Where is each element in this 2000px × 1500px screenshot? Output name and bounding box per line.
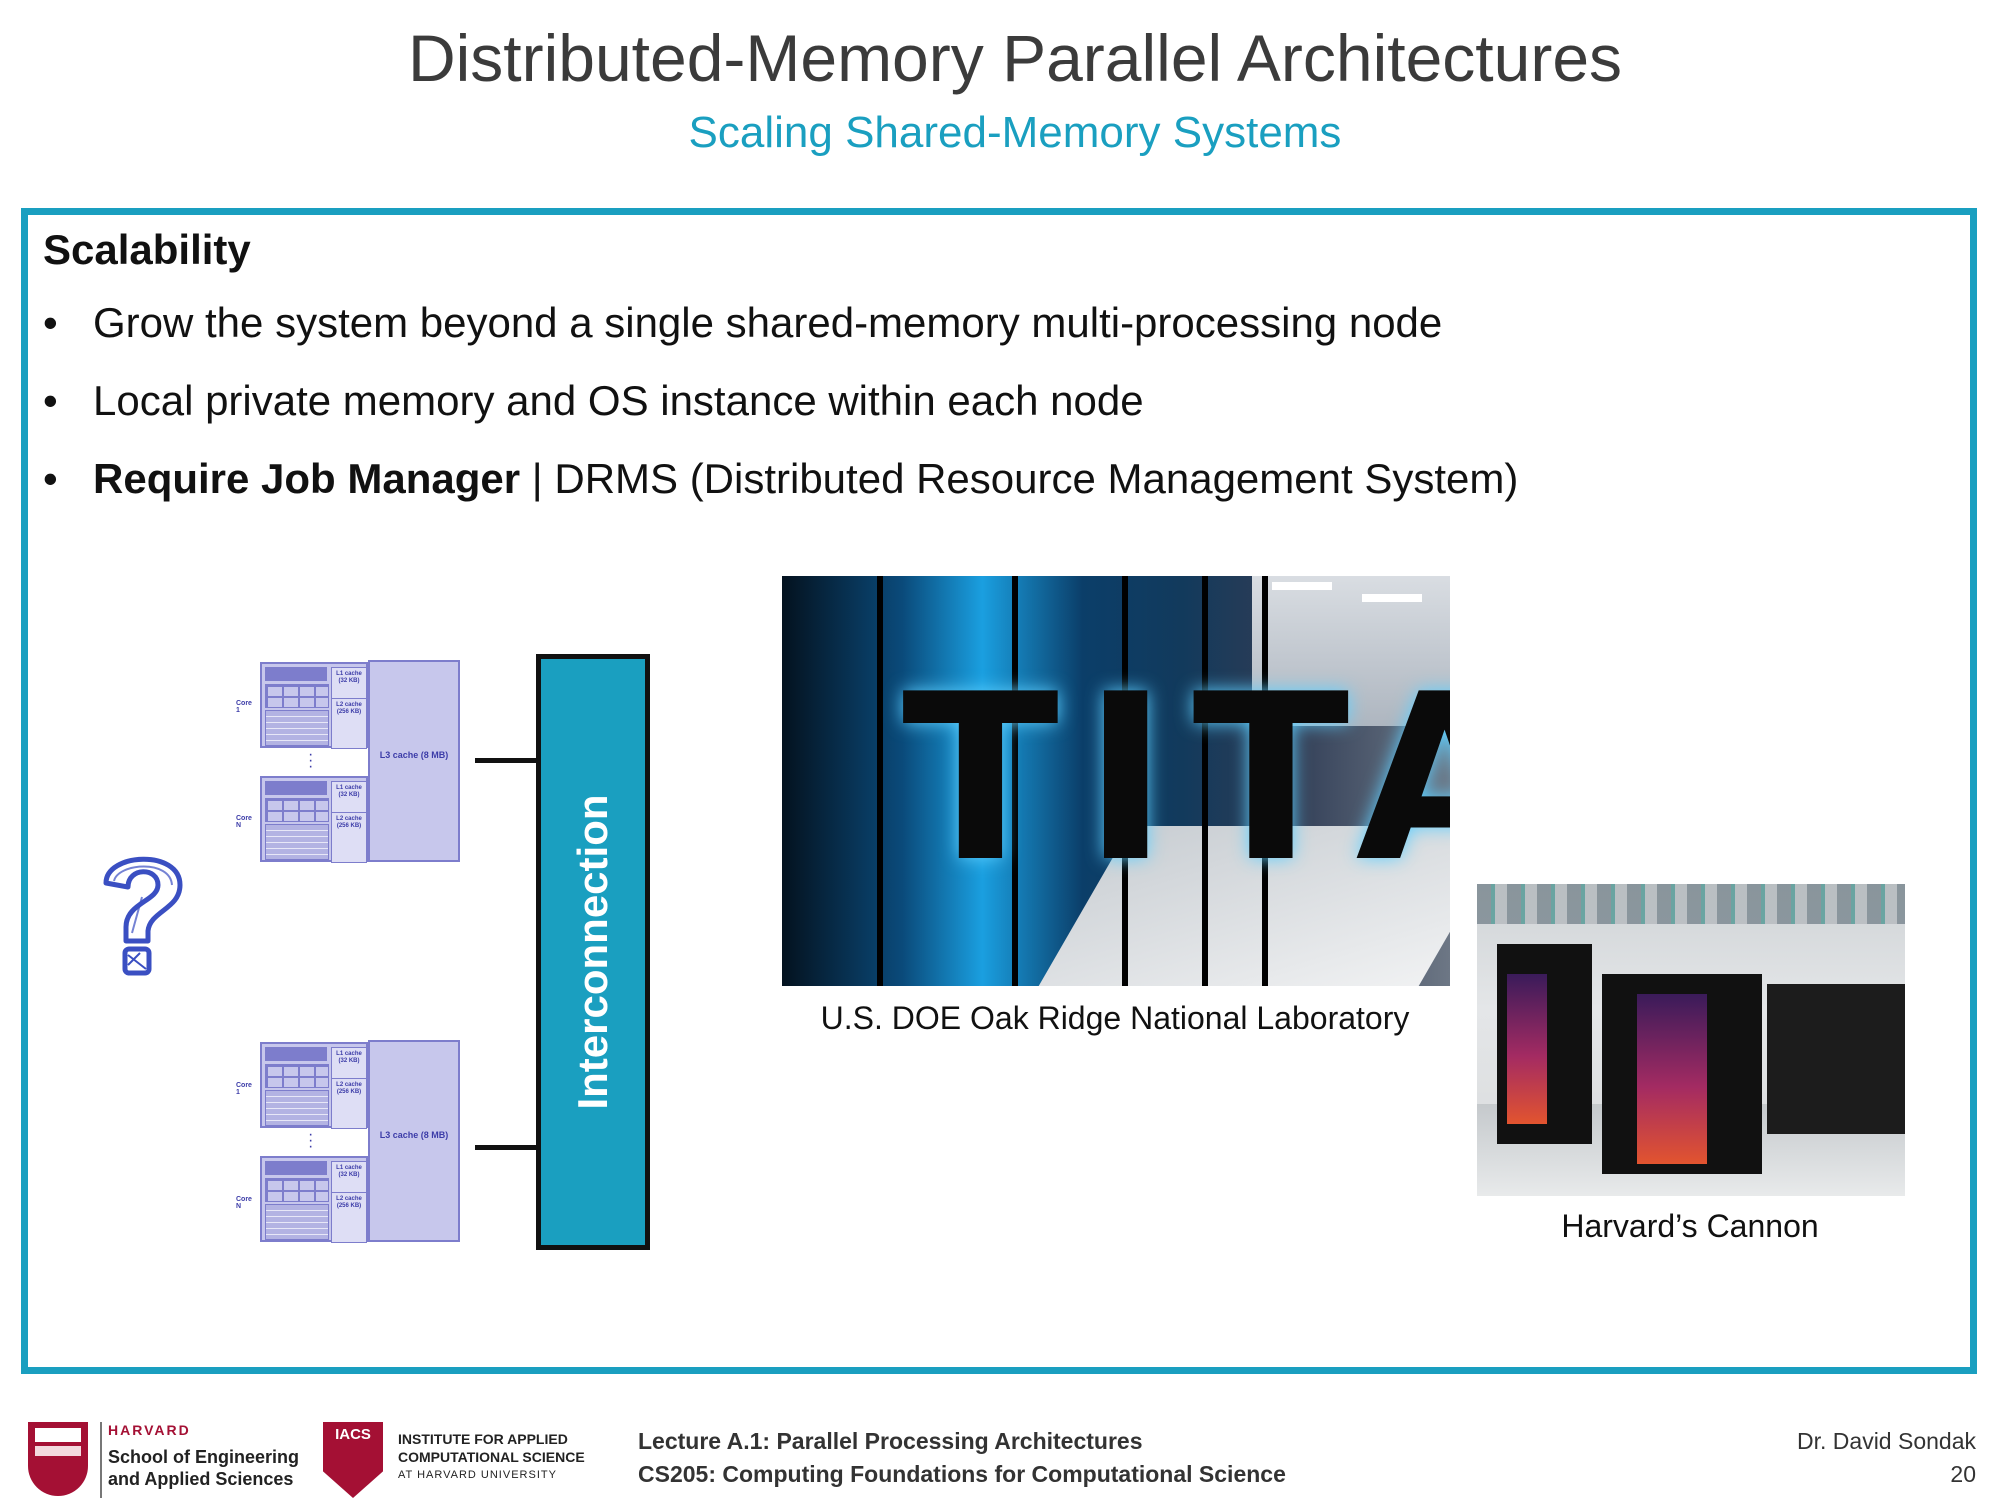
content-frame — [21, 208, 1977, 1374]
l2-cache: L2 cache (256 KB) — [331, 1078, 367, 1129]
bullet-bold-text: Require Job Manager — [93, 455, 521, 502]
ceiling-light — [1272, 582, 1332, 590]
l3-cache: L3 cache (8 MB) — [368, 660, 460, 862]
server-rack — [1767, 984, 1905, 1134]
iacs-line: INSTITUTE FOR APPLIED — [398, 1431, 568, 1447]
course-title: CS205: Computing Foundations for Computa… — [638, 1461, 1286, 1487]
core-pipeline — [265, 710, 329, 746]
page-number: 20 — [1950, 1461, 1976, 1487]
l1-cache: L1 cache (32 KB) — [331, 667, 367, 700]
core-block: L1 cache (32 KB) L2 cache (256 KB) — [260, 1156, 368, 1243]
rack-seam — [1012, 576, 1018, 986]
cannon-cluster-photo — [1477, 884, 1905, 1196]
core-pipeline — [265, 824, 329, 860]
question-mark-icon — [103, 856, 183, 976]
author-name: Dr. David Sondak — [1797, 1428, 1976, 1454]
ellipsis-dots: ··· — [308, 1126, 314, 1155]
lecture-title: Lecture A.1: Parallel Processing Archite… — [638, 1428, 1143, 1454]
shield-book — [35, 1446, 81, 1456]
core-registers — [265, 667, 327, 681]
lecture-info: Lecture A.1: Parallel Processing Archite… — [638, 1425, 1286, 1491]
bullet-item: • Local private memory and OS instance w… — [43, 373, 1518, 451]
core-label: Core N — [236, 1196, 252, 1210]
core-units — [265, 798, 329, 822]
iacs-name: INSTITUTE FOR APPLIED COMPUTATIONAL SCIE… — [398, 1430, 585, 1484]
rack-artwork — [1507, 974, 1547, 1124]
l1-cache: L1 cache (32 KB) — [331, 1161, 367, 1194]
titan-caption: U.S. DOE Oak Ridge National Laboratory — [820, 1000, 1410, 1036]
cannon-caption: Harvard’s Cannon — [1561, 1208, 1819, 1244]
bullet-text: Local private memory and OS instance wit… — [93, 377, 1144, 424]
bullet-text: Grow the system beyond a single shared-m… — [93, 299, 1443, 346]
core-block: L1 cache (32 KB) L2 cache (256 KB) — [260, 662, 368, 749]
slide-subtitle: Scaling Shared-Memory Systems — [688, 108, 1342, 157]
iacs-line: AT HARVARD UNIVERSITY — [398, 1469, 557, 1481]
node-link-wire — [475, 1145, 537, 1150]
core-label: Core N — [236, 815, 252, 829]
core-label: Core 1 — [236, 700, 252, 714]
harvard-wordmark: HARVARD — [108, 1422, 191, 1438]
l3-cache: L3 cache (8 MB) — [368, 1040, 460, 1242]
node-link-wire — [475, 758, 537, 763]
core-pipeline — [265, 1204, 329, 1240]
bullet-item: • Grow the system beyond a single shared… — [43, 295, 1518, 373]
seas-line: and Applied Sciences — [108, 1469, 294, 1489]
rack-seam — [877, 576, 883, 986]
core-units — [265, 684, 329, 708]
titan-supercomputer-photo: TITAN — [782, 576, 1450, 986]
rack-seam — [1122, 576, 1128, 986]
l2-cache: L2 cache (256 KB) — [331, 698, 367, 749]
logo-divider — [100, 1422, 102, 1498]
seas-line: School of Engineering — [108, 1447, 300, 1467]
core-label: Core 1 — [236, 1082, 252, 1096]
seas-name: School of Engineering and Applied Scienc… — [108, 1446, 299, 1490]
l2-cache: L2 cache (256 KB) — [331, 812, 367, 863]
ceiling-light — [1362, 594, 1422, 602]
interconnect-label: Interconnection — [569, 794, 616, 1110]
author-info: Dr. David Sondak 20 — [1797, 1425, 1976, 1491]
l1-cache: L1 cache (32 KB) — [331, 1047, 367, 1080]
bullet-text: | DRMS (Distributed Resource Management … — [520, 455, 1519, 502]
iacs-line: COMPUTATIONAL SCIENCE — [398, 1449, 585, 1465]
bullet-item: • Require Job Manager | DRMS (Distribute… — [43, 451, 1518, 529]
slide-title: Distributed-Memory Parallel Architecture… — [407, 21, 1623, 95]
core-registers — [265, 1047, 327, 1061]
l1-cache: L1 cache (32 KB) — [331, 781, 367, 814]
bullet-glyph: • — [43, 299, 58, 346]
bullet-list: • Grow the system beyond a single shared… — [43, 295, 1518, 529]
bullet-glyph: • — [43, 455, 58, 502]
bullet-glyph: • — [43, 377, 58, 424]
l2-cache: L2 cache (256 KB) — [331, 1192, 367, 1243]
core-units — [265, 1178, 329, 1202]
rack-seam — [1262, 576, 1268, 986]
ellipsis-dots: ··· — [308, 746, 314, 775]
core-registers — [265, 781, 327, 795]
rack-seam — [1202, 576, 1208, 986]
iacs-badge-text: IACS — [335, 1426, 371, 1443]
core-pipeline — [265, 1090, 329, 1126]
core-registers — [265, 1161, 327, 1175]
cable-trays — [1477, 884, 1905, 924]
shield-book — [35, 1428, 81, 1442]
core-block: L1 cache (32 KB) L2 cache (256 KB) — [260, 1042, 368, 1129]
core-block: L1 cache (32 KB) L2 cache (256 KB) — [260, 776, 368, 863]
section-heading: Scalability — [43, 226, 251, 273]
interconnection-bus: Interconnection — [536, 654, 650, 1250]
iacs-shield-icon: IACS — [323, 1422, 383, 1498]
core-units — [265, 1064, 329, 1088]
titan-logo-text: TITAN — [902, 646, 1450, 913]
rack-artwork — [1637, 994, 1707, 1164]
harvard-shield-icon — [28, 1422, 88, 1496]
